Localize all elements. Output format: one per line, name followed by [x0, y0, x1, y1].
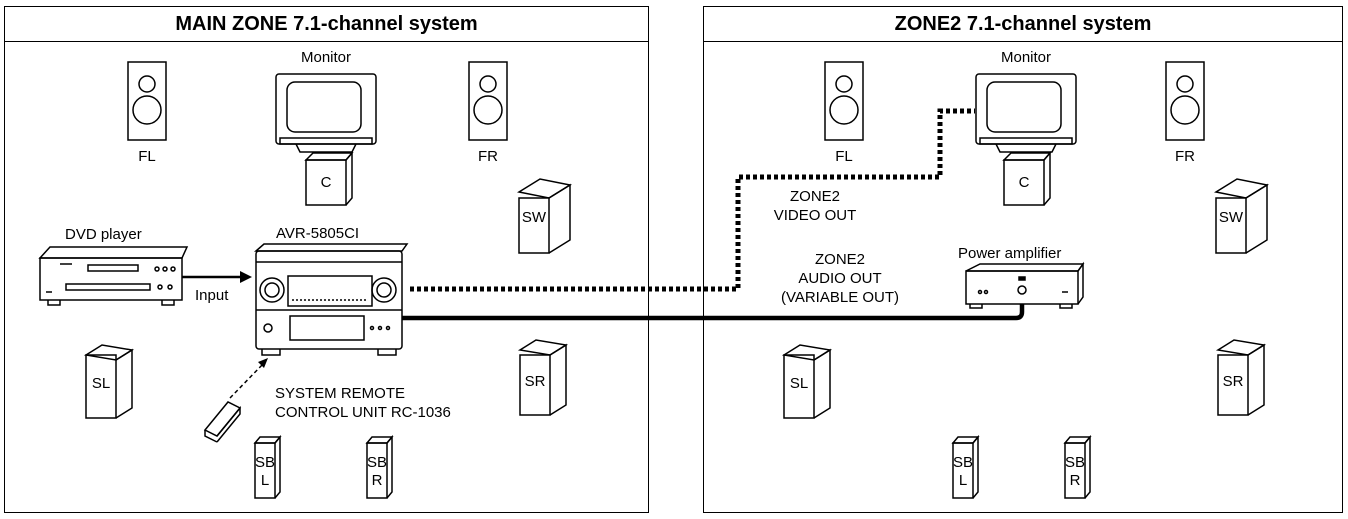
main-zone-title: MAIN ZONE 7.1-channel system [5, 7, 648, 42]
receiver-label: AVR-5805CI [276, 225, 360, 242]
zone2-video-out-cable [410, 108, 975, 292]
main-center-speaker-icon [304, 150, 354, 206]
zone2-audio-out-label-3: (VARIABLE OUT) [780, 289, 900, 306]
main-monitor-icon [275, 73, 377, 153]
zone2-center-label: C [1018, 174, 1030, 191]
remote-label-line2: CONTROL UNIT RC-1036 [275, 404, 451, 421]
main-monitor-label: Monitor [300, 49, 352, 66]
dvd-player-icon [38, 246, 189, 306]
zone2-sbr-label-2: R [1069, 472, 1081, 489]
main-fl-speaker-icon [127, 61, 167, 141]
main-fl-label: FL [138, 148, 156, 165]
zone2-sbr-label-1: SB [1065, 454, 1086, 471]
main-fr-label: FR [478, 148, 498, 165]
zone2-sr-speaker-icon [1215, 339, 1267, 416]
zone2-sr-label: SR [1222, 373, 1244, 390]
main-sr-label: SR [524, 373, 546, 390]
input-arrow [182, 271, 252, 283]
zone2-fr-speaker-icon [1165, 61, 1205, 141]
zone2-panel: ZONE2 7.1-channel system [703, 6, 1343, 513]
input-label: Input [195, 287, 229, 304]
power-amplifier-label: Power amplifier [958, 245, 1062, 262]
zone2-fl-label: FL [835, 148, 853, 165]
main-sw-label: SW [521, 209, 547, 226]
zone2-sbl-label-2: L [958, 472, 968, 489]
zone2-audio-out-label-2: AUDIO OUT [798, 270, 882, 287]
zone2-sw-label: SW [1218, 209, 1244, 226]
main-sbl-speaker-icon [253, 434, 282, 499]
avr-receiver-icon [254, 243, 409, 356]
zone2-sl-label: SL [789, 375, 809, 392]
zone2-title: ZONE2 7.1-channel system [704, 7, 1342, 42]
main-sl-speaker-icon [83, 344, 135, 419]
main-fr-speaker-icon [468, 61, 508, 141]
zone2-subwoofer-icon [1213, 178, 1270, 254]
dvd-player-label: DVD player [65, 226, 142, 243]
main-sbr-speaker-icon [365, 434, 394, 499]
zone2-center-speaker-icon [1002, 150, 1052, 206]
zone2-audio-out-cable [402, 304, 1025, 321]
main-center-label: C [320, 174, 332, 191]
main-sr-speaker-icon [517, 339, 569, 416]
main-subwoofer-icon [516, 178, 573, 254]
main-sbr-label-2: R [371, 472, 383, 489]
main-sbr-label-1: SB [367, 454, 388, 471]
zone2-sbr-speaker-icon [1063, 434, 1092, 499]
zone2-sbl-label-1: SB [953, 454, 974, 471]
main-zone-panel: MAIN ZONE 7.1-channel system [4, 6, 649, 513]
zone2-monitor-icon [975, 73, 1077, 153]
zone2-fr-label: FR [1175, 148, 1195, 165]
main-sl-label: SL [91, 375, 111, 392]
main-sbl-label-2: L [260, 472, 270, 489]
power-amplifier-icon [965, 261, 1085, 309]
remote-ir-arrow [229, 358, 268, 399]
zone2-sbl-speaker-icon [951, 434, 980, 499]
main-sbl-label-1: SB [255, 454, 276, 471]
zone2-monitor-label: Monitor [1000, 49, 1052, 66]
zone2-sl-speaker-icon [781, 344, 833, 419]
remote-label-line1: SYSTEM REMOTE [275, 385, 406, 402]
zone2-video-out-label-1: ZONE2 [789, 188, 840, 205]
zone2-audio-out-label-1: ZONE2 [814, 251, 865, 268]
zone2-fl-speaker-icon [824, 61, 864, 141]
remote-control-icon [203, 401, 242, 443]
zone2-video-out-label-2: VIDEO OUT [773, 207, 857, 224]
